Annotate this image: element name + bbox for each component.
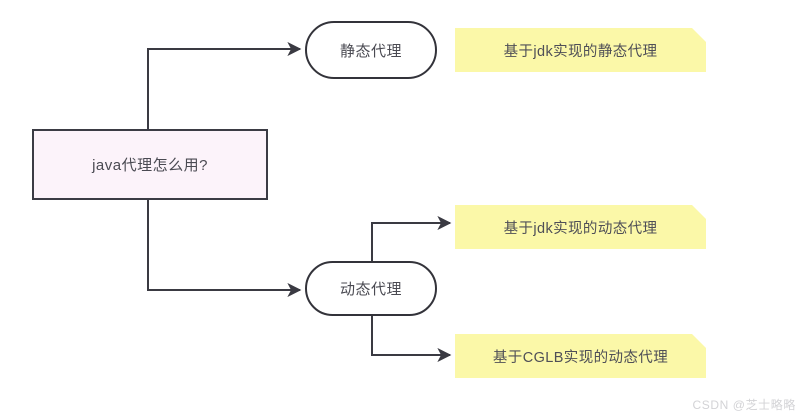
root-node-label: java代理怎么用? <box>92 157 208 174</box>
watermark: CSDN @芝士略略 <box>692 398 796 412</box>
edge-dynamic-to-note-cglb <box>371 316 452 362</box>
note-cglb-dynamic-proxy-label: 基于CGLB实现的动态代理 <box>492 349 669 366</box>
note-cglb-dynamic-proxy[interactable]: 基于CGLB实现的动态代理 <box>455 334 706 378</box>
note-jdk-static-proxy-label: 基于jdk实现的静态代理 <box>503 43 658 60</box>
note-jdk-dynamic-proxy[interactable]: 基于jdk实现的动态代理 <box>455 205 706 249</box>
edge-root-to-static <box>147 42 302 129</box>
node-dynamic-proxy-label: 动态代理 <box>339 281 402 298</box>
root-node-java-proxy[interactable]: java代理怎么用? <box>32 129 268 200</box>
node-static-proxy-label: 静态代理 <box>339 42 402 60</box>
note-jdk-static-proxy[interactable]: 基于jdk实现的静态代理 <box>455 28 706 72</box>
edge-dynamic-to-note-jdk <box>371 216 452 261</box>
node-dynamic-proxy[interactable]: 动态代理 <box>305 261 437 316</box>
node-static-proxy[interactable]: 静态代理 <box>305 21 437 79</box>
edge-root-to-dynamic <box>147 200 302 297</box>
note-jdk-dynamic-proxy-label: 基于jdk实现的动态代理 <box>503 220 658 237</box>
